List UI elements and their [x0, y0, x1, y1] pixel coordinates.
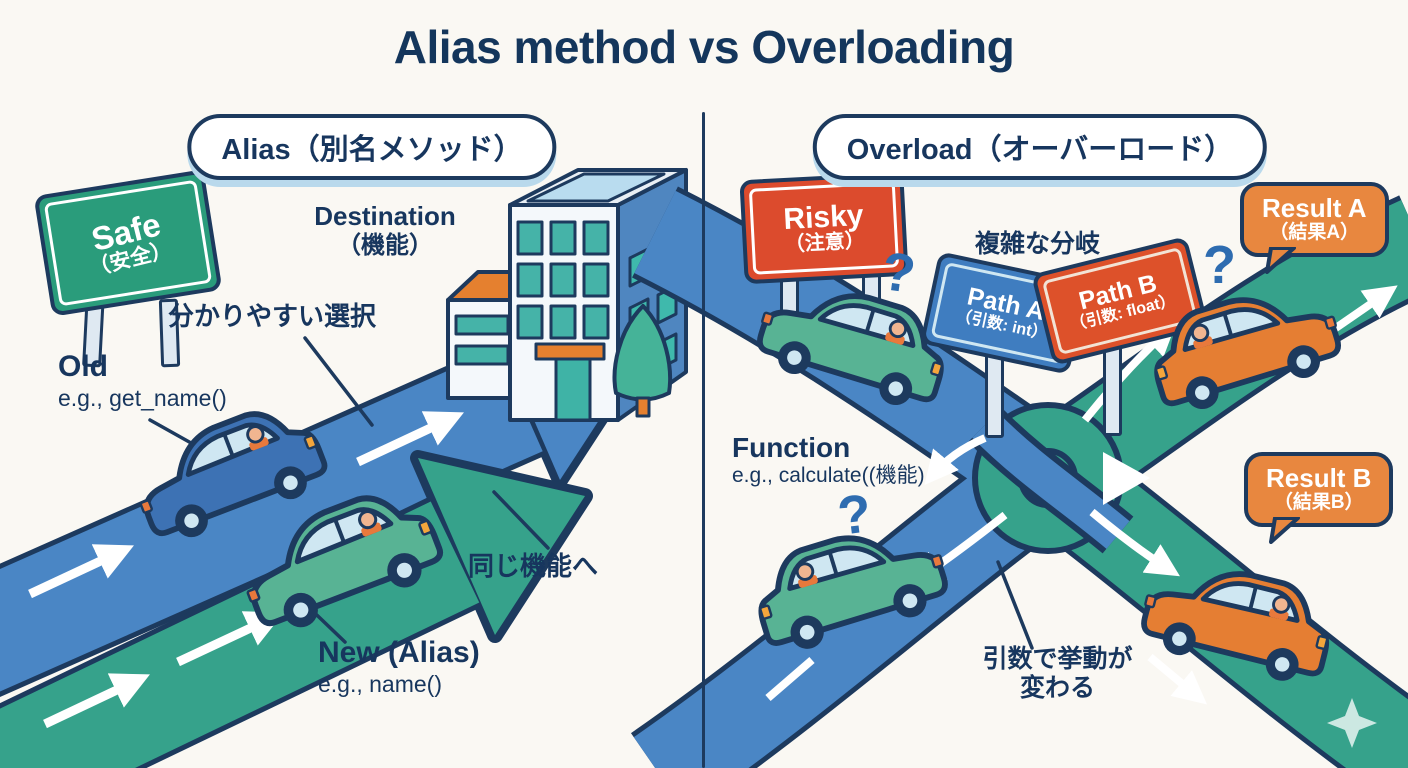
risky-sign-subtitle: （注意） [784, 230, 866, 257]
knot-arrow-icons [765, 285, 1398, 705]
panel-divider [702, 112, 705, 768]
bubble-tail [1269, 517, 1300, 545]
behavior-line2: 変わる [1019, 673, 1095, 702]
complex-branching-label: 複雑な分岐 [975, 230, 1101, 258]
destination-label: Destination （機能） [285, 201, 485, 259]
new-method-title: New (Alias) [318, 636, 480, 669]
path-b-sign-post [1103, 344, 1122, 436]
destination-title: Destination [314, 201, 456, 231]
destination-building [446, 168, 688, 422]
old-method-label: Old e.g., get_name() [58, 350, 227, 411]
function-label: Function e.g., calculate((機能) [732, 432, 925, 488]
lane-arrow-icons [28, 411, 464, 729]
new-method-label: New (Alias) e.g., name() [318, 636, 480, 697]
result-a-title: Result A [1262, 193, 1367, 223]
old-method-example: e.g., get_name() [58, 384, 227, 411]
alias-teal-road [0, 450, 593, 768]
knot-big-arrow-icon [1103, 452, 1150, 505]
result-a-subtitle: （結果A） [1269, 221, 1360, 243]
result-a-bubble: Result A （結果A） [1240, 182, 1389, 275]
function-title: Function [732, 432, 851, 463]
behavior-line1: 引数で挙動が [982, 645, 1133, 673]
leader-line-behavior [996, 560, 1034, 650]
result-b-bubble: Result B （結果B） [1244, 452, 1394, 545]
behavior-label: 引数で挙動が 変わる [960, 645, 1155, 703]
result-b-subtitle: （結果B） [1273, 491, 1364, 513]
clear-choice-label: 分かりやすい選択 [168, 301, 377, 331]
new-method-example: e.g., name() [318, 670, 442, 697]
sparkle-icon [1327, 698, 1377, 748]
destination-subtitle: （機能） [337, 231, 433, 259]
alias-panel-header: Alias（別名メソッド） [187, 114, 557, 180]
function-example: e.g., calculate((機能) [732, 464, 925, 488]
page-title: Alias method vs Overloading [393, 21, 1015, 73]
result-b-title: Result B [1266, 463, 1372, 493]
old-method-title: Old [58, 350, 108, 383]
path-a-sign-post [985, 348, 1004, 438]
overload-panel-header: Overload（オーバーロード） [812, 114, 1268, 180]
same-function-label: 同じ機能へ [468, 551, 599, 581]
bubble-tail [1265, 247, 1296, 275]
question-mark-icon: ? [1203, 235, 1236, 295]
